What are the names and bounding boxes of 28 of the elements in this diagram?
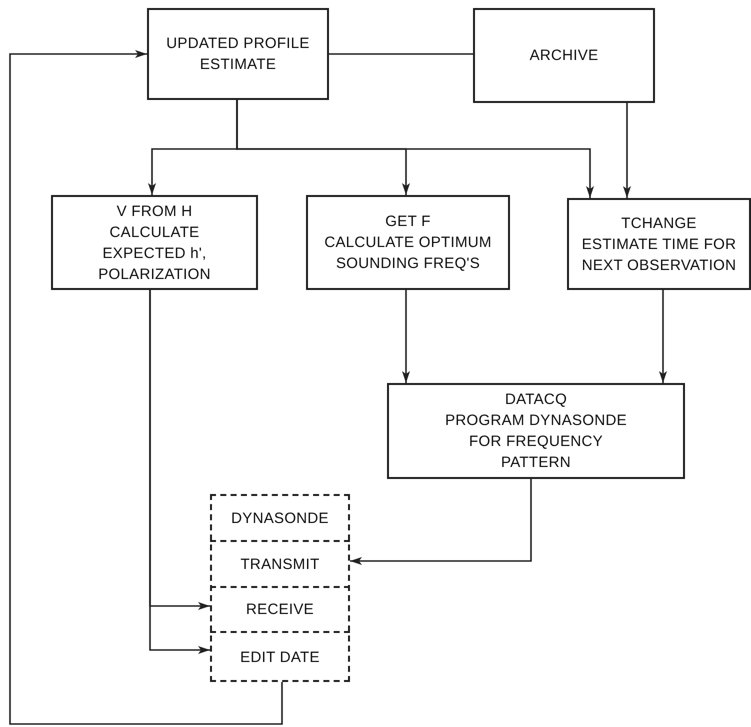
arrow (623, 103, 631, 198)
process-box (306, 195, 510, 290)
box-heading: DYNASONDE (231, 508, 329, 528)
box-heading: TCHANGE (621, 214, 697, 234)
dashed-group-box (210, 494, 350, 682)
process-box (567, 198, 751, 290)
box-heading: EDIT DATE (240, 648, 320, 668)
box-heading: ARCHIVE (530, 46, 598, 66)
connector-line (329, 53, 473, 55)
box-text: CALCULATE EXPECTED h', POLARIZATION (97, 222, 212, 284)
arrow (659, 290, 667, 383)
process-box (387, 383, 685, 479)
box-text: PROGRAM DYNASONDE FOR FREQUENCY PATTERN (444, 411, 628, 473)
arrow (402, 290, 410, 383)
box-heading: V FROM H (116, 202, 192, 222)
process-box (51, 195, 258, 290)
box-heading: DATACQ (504, 390, 568, 410)
box-heading: TRANSMIT (240, 554, 320, 574)
arrow (350, 479, 532, 565)
box-heading: RECEIVE (246, 600, 314, 620)
box-heading: UPDATED PROFILE ESTIMATE (165, 34, 311, 75)
box-text: CALCULATE OPTIMUM SOUNDING FREQ'S (323, 233, 493, 274)
arrow (9, 50, 283, 725)
arrow (236, 100, 594, 198)
box-heading: GET F (385, 212, 431, 232)
process-box (147, 8, 329, 100)
box-text: ESTIMATE TIME FOR NEXT OBSERVATION (580, 234, 738, 276)
process-box (473, 8, 655, 103)
